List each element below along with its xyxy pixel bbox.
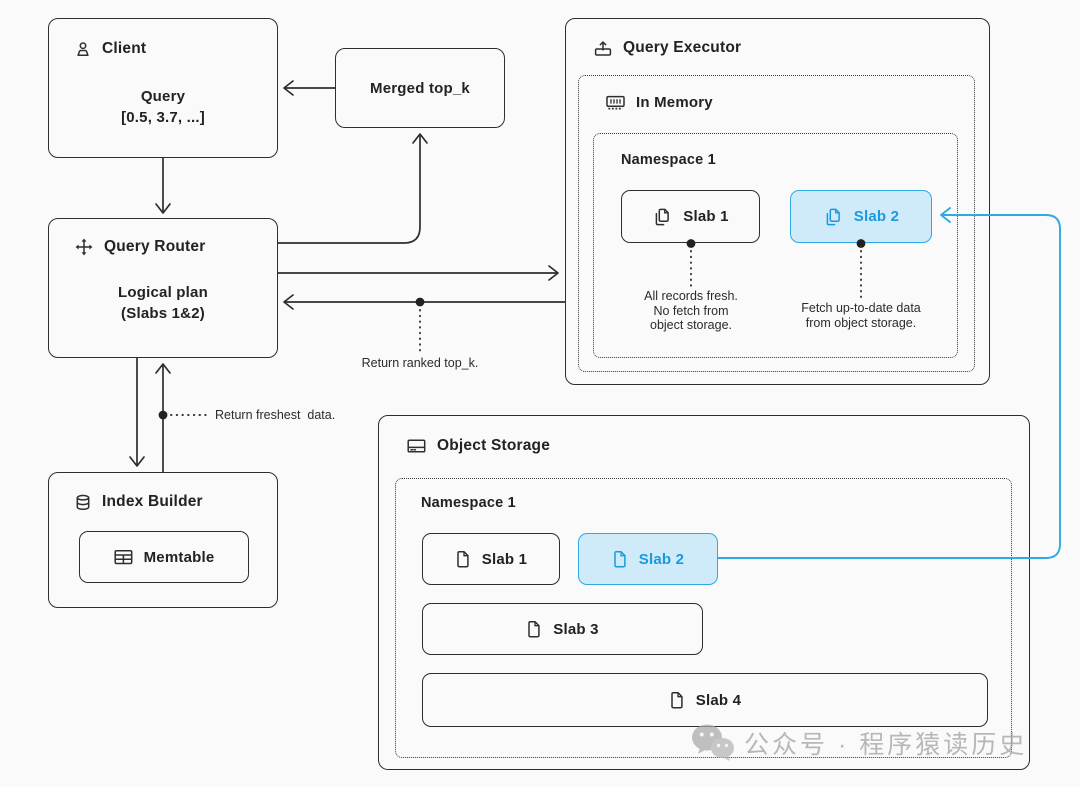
executor-slab-1-label: Slab 1 [683,208,729,225]
slab2-note: Fetch up-to-date data from object storag… [801,301,921,330]
query-executor-title: Query Executor [623,39,742,56]
query-router-box: Query Router Logical plan (Slabs 1&2) [48,218,278,358]
table-icon [114,549,133,565]
merged-topk-box: Merged top_k [335,48,505,128]
storage-slab-3-label: Slab 3 [553,620,599,638]
ram-icon [606,95,625,110]
storage-namespace-title: Namespace 1 [421,495,516,511]
in-memory-header: In Memory [606,94,713,111]
index-builder-header: Index Builder [75,493,203,511]
copy-document-icon [655,208,670,225]
document-icon [671,691,683,708]
index-builder-title: Index Builder [102,493,203,510]
executor-slab-1: Slab 1 [621,190,760,243]
move-icon [75,238,93,256]
query-router-title: Query Router [104,238,206,255]
watermark: 公众号 · 程序猿读历史 [690,722,1027,764]
executor-slab-2: Slab 2 [790,190,932,243]
storage-slab-1-label: Slab 1 [481,550,528,568]
memtable-label: Memtable [143,548,215,566]
object-storage-box: Object Storage [378,415,1030,770]
junction-dot [158,410,168,420]
storage-slab-2-label: Slab 2 [638,550,685,568]
storage-slab-2: Slab 2 [578,533,718,585]
object-storage-header: Object Storage [407,437,550,455]
storage-slab-1: Slab 1 [422,533,560,585]
storage-server-icon [407,439,426,453]
storage-slab-4: Slab 4 [422,673,988,727]
client-header: Client [75,40,146,58]
executor-slab-2-label: Slab 2 [853,208,900,225]
client-query-line2: [0.5, 3.7, ...] [121,109,205,126]
query-router-plan-line1: Logical plan [118,284,208,301]
executor-icon [594,40,612,56]
slab1-note: All records fresh. No fetch from object … [644,289,738,332]
executor-namespace-title: Namespace 1 [621,152,716,168]
query-router-plan-line2: (Slabs 1&2) [121,304,205,322]
document-icon [614,550,626,567]
return-freshest-label: Return freshest data. [215,408,336,422]
object-storage-title: Object Storage [437,437,551,454]
database-icon [76,494,90,510]
client-box: Client Query [0.5, 3.7, ...] [48,18,278,158]
edge-router-to-merged [277,135,421,244]
client-query: Query [0.5, 3.7, ...] [49,86,277,128]
query-router-plan: Logical plan (Slabs 1&2) [49,283,277,324]
wechat-icon [692,724,734,761]
query-router-header: Query Router [75,238,205,256]
storage-namespace-box [395,478,1012,758]
document-icon [457,550,469,567]
merged-topk-label: Merged top_k [370,79,470,97]
memtable-box: Memtable [79,531,249,583]
index-builder-box: Index Builder Memtable [48,472,278,608]
watermark-text: 公众号 · 程序猿读历史 [744,731,1028,759]
junction-dot [415,297,425,307]
storage-slab-4-label: Slab 4 [695,691,742,709]
storage-slab-3: Slab 3 [422,603,703,655]
query-executor-header: Query Executor [594,39,741,57]
person-icon [77,41,89,56]
document-icon [528,620,540,637]
in-memory-title: In Memory [636,94,713,111]
client-query-line1: Query [140,88,186,105]
client-title: Client [102,40,147,57]
copy-document-icon [826,208,840,225]
return-ranked-label: Return ranked top_k. [361,356,479,370]
